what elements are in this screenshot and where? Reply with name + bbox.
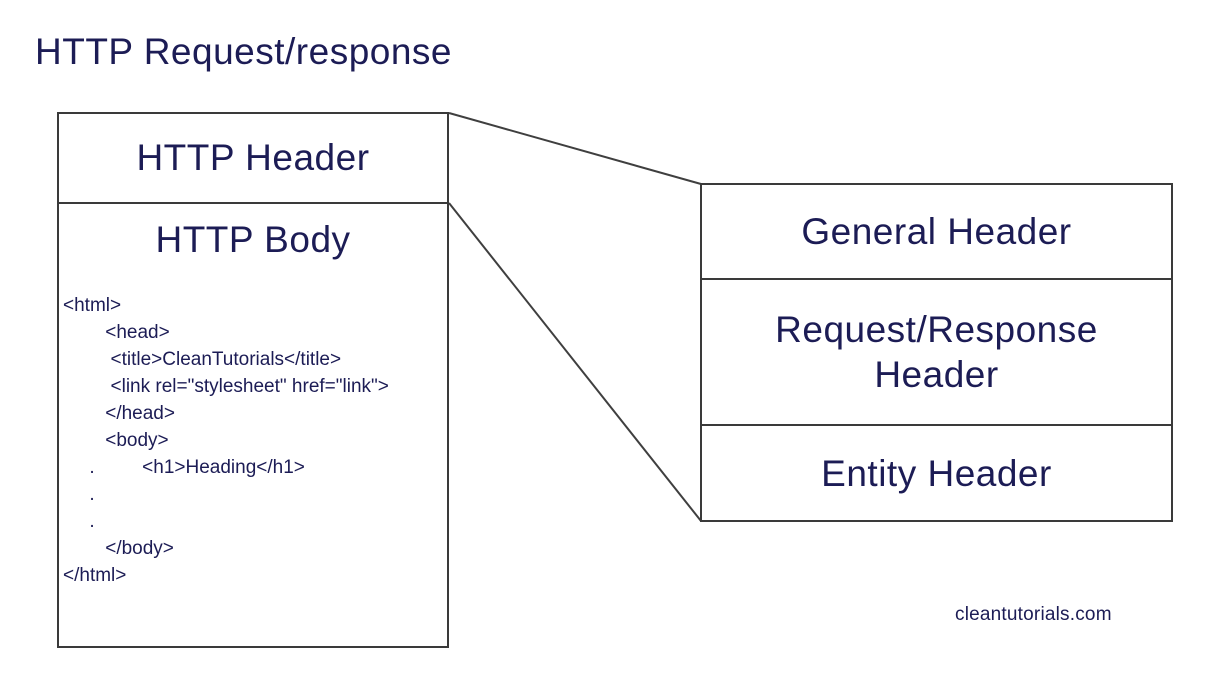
header-types-box: General Header Request/Response Header E… [700,183,1173,522]
connector-top-line [448,112,702,185]
watermark-text: cleantutorials.com [955,604,1112,625]
entity-header-label: Entity Header [821,452,1052,494]
diagram-title: HTTP Request/response [35,31,453,72]
http-body-section: HTTP Body <html> <head> <title>CleanTuto… [59,218,447,589]
general-header-label: General Header [801,211,1072,252]
http-body-label: HTTP Body [155,219,351,260]
request-response-header-section: Request/Response Header [702,280,1171,426]
http-message-box: HTTP Header HTTP Body <html> <head> <tit… [57,112,449,648]
connector-bottom-line [448,202,702,522]
http-header-section: HTTP Header [59,114,447,204]
request-response-header-label-line1: Request/Response [775,309,1098,350]
request-response-header-label-line2: Header [874,354,999,395]
http-header-label: HTTP Header [136,137,370,178]
general-header-section: General Header [702,185,1171,280]
html-code-sample: <html> <head> <title>CleanTutorials</tit… [63,295,389,586]
entity-header-section: Entity Header [702,426,1171,520]
